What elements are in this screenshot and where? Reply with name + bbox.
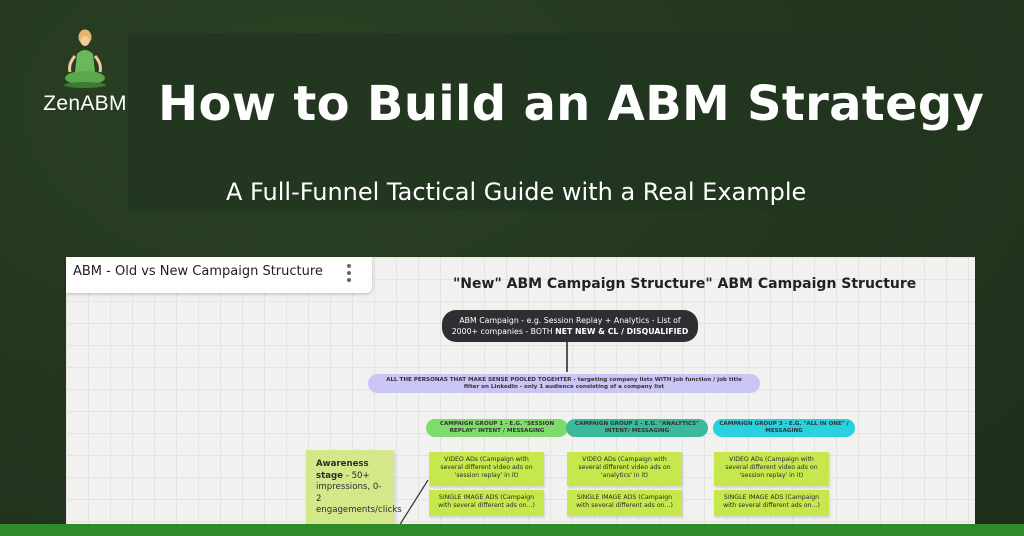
whiteboard-canvas[interactable] bbox=[66, 257, 975, 536]
personas-node[interactable]: ALL THE PERSONAS THAT MAKE SENSE POOLED … bbox=[368, 374, 760, 393]
campaign-group-1[interactable]: CAMPAIGN GROUP 1 - E.G. "SESSION REPLAY"… bbox=[426, 419, 568, 437]
accent-strip bbox=[0, 524, 1024, 536]
board-name: ABM - Old vs New Campaign Structure bbox=[73, 264, 323, 279]
image-ads-note-1[interactable]: SINGLE IMAGE ADS (Campaign with several … bbox=[429, 490, 544, 516]
awareness-stage-note[interactable]: Awareness stage - 50+ impressions, 0-2 e… bbox=[306, 450, 402, 536]
meditating-figure-icon bbox=[64, 29, 106, 88]
campaign-group-2[interactable]: CAMPAIGN GROUP 2 - E.G. "ANALYTICS" INTE… bbox=[566, 419, 708, 437]
connector-line bbox=[566, 342, 568, 372]
board-title-bar: ABM - Old vs New Campaign Structure bbox=[66, 257, 372, 293]
campaign-node[interactable]: ABM Campaign - e.g. Session Replay + Ana… bbox=[442, 310, 698, 342]
campaign-node-bold: NET NEW & CL / DISQUALIFIED bbox=[555, 327, 689, 336]
video-ads-note-3[interactable]: VIDEO ADs (Campaign with several differe… bbox=[714, 452, 829, 486]
campaign-node-text: ABM Campaign - e.g. Session Replay + Ana… bbox=[451, 316, 681, 336]
image-ads-note-3[interactable]: SINGLE IMAGE ADS (Campaign with several … bbox=[714, 490, 829, 516]
page-subtitle: A Full-Funnel Tactical Guide with a Real… bbox=[226, 178, 807, 206]
awareness-label: Awareness stage bbox=[316, 459, 369, 481]
image-ads-note-2[interactable]: SINGLE IMAGE ADS (Campaign with several … bbox=[567, 490, 682, 516]
campaign-group-3[interactable]: CAMPAIGN GROUP 3 - E.G. "ALL IN ONE" / M… bbox=[713, 419, 855, 437]
brand-logo[interactable]: ZenABM bbox=[30, 28, 140, 116]
page-title: How to Build an ABM Strategy bbox=[158, 76, 985, 132]
video-ads-note-1[interactable]: VIDEO ADs (Campaign with several differe… bbox=[429, 452, 544, 486]
title-backdrop bbox=[128, 33, 918, 211]
brand-name: ZenABM bbox=[43, 92, 127, 115]
more-options-icon[interactable] bbox=[346, 261, 352, 287]
board-heading: "New" ABM Campaign Structure" ABM Campai… bbox=[453, 276, 917, 292]
awareness-detail: - 50+ impressions, 0-2 engagements/click… bbox=[316, 470, 402, 516]
video-ads-note-2[interactable]: VIDEO ADs (Campaign with several differe… bbox=[567, 452, 682, 486]
